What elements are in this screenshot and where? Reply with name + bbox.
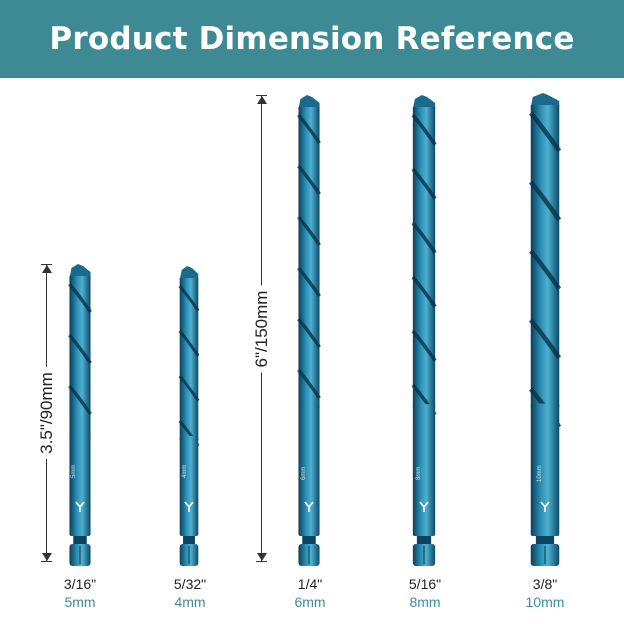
arrow-down-icon	[257, 553, 267, 561]
shank-engraving: 4mm	[182, 464, 188, 478]
dimension-marker-long: 6"/150mm	[252, 95, 272, 562]
size-imperial-label: 5/32"	[173, 576, 207, 592]
size-metric-label: 6mm	[294, 594, 326, 610]
title-banner: Product Dimension Reference	[0, 0, 624, 78]
shank-engraving: 6mm	[301, 466, 307, 480]
size-imperial-label: 5/16"	[408, 576, 442, 592]
dimension-label-short: 3.5"/90mm	[37, 367, 57, 459]
shank-engraving: 10mm	[537, 465, 543, 482]
drill-bit-image	[411, 95, 437, 566]
arrow-up-icon	[42, 265, 52, 273]
dimension-marker-short: 3.5"/90mm	[37, 264, 57, 562]
dimension-label-long: 6"/150mm	[252, 285, 272, 372]
size-metric-label: 10mm	[525, 594, 565, 610]
shank-engraving: 5mm	[71, 464, 77, 478]
drill-bit-image	[68, 264, 92, 566]
size-imperial-label: 3/16"	[63, 576, 97, 592]
drill-bit-image	[178, 266, 200, 566]
size-metric-label: 5mm	[64, 594, 96, 610]
drill-bit-image	[297, 95, 321, 566]
size-metric-label: 8mm	[409, 594, 441, 610]
arrow-up-icon	[257, 96, 267, 104]
page-title: Product Dimension Reference	[49, 21, 575, 57]
size-imperial-label: 3/8"	[532, 576, 558, 592]
shank-engraving: 8mm	[416, 466, 422, 480]
size-imperial-label: 1/4"	[297, 576, 323, 592]
drill-bit-image	[528, 93, 562, 566]
arrow-down-icon	[42, 553, 52, 561]
size-metric-label: 4mm	[174, 594, 206, 610]
